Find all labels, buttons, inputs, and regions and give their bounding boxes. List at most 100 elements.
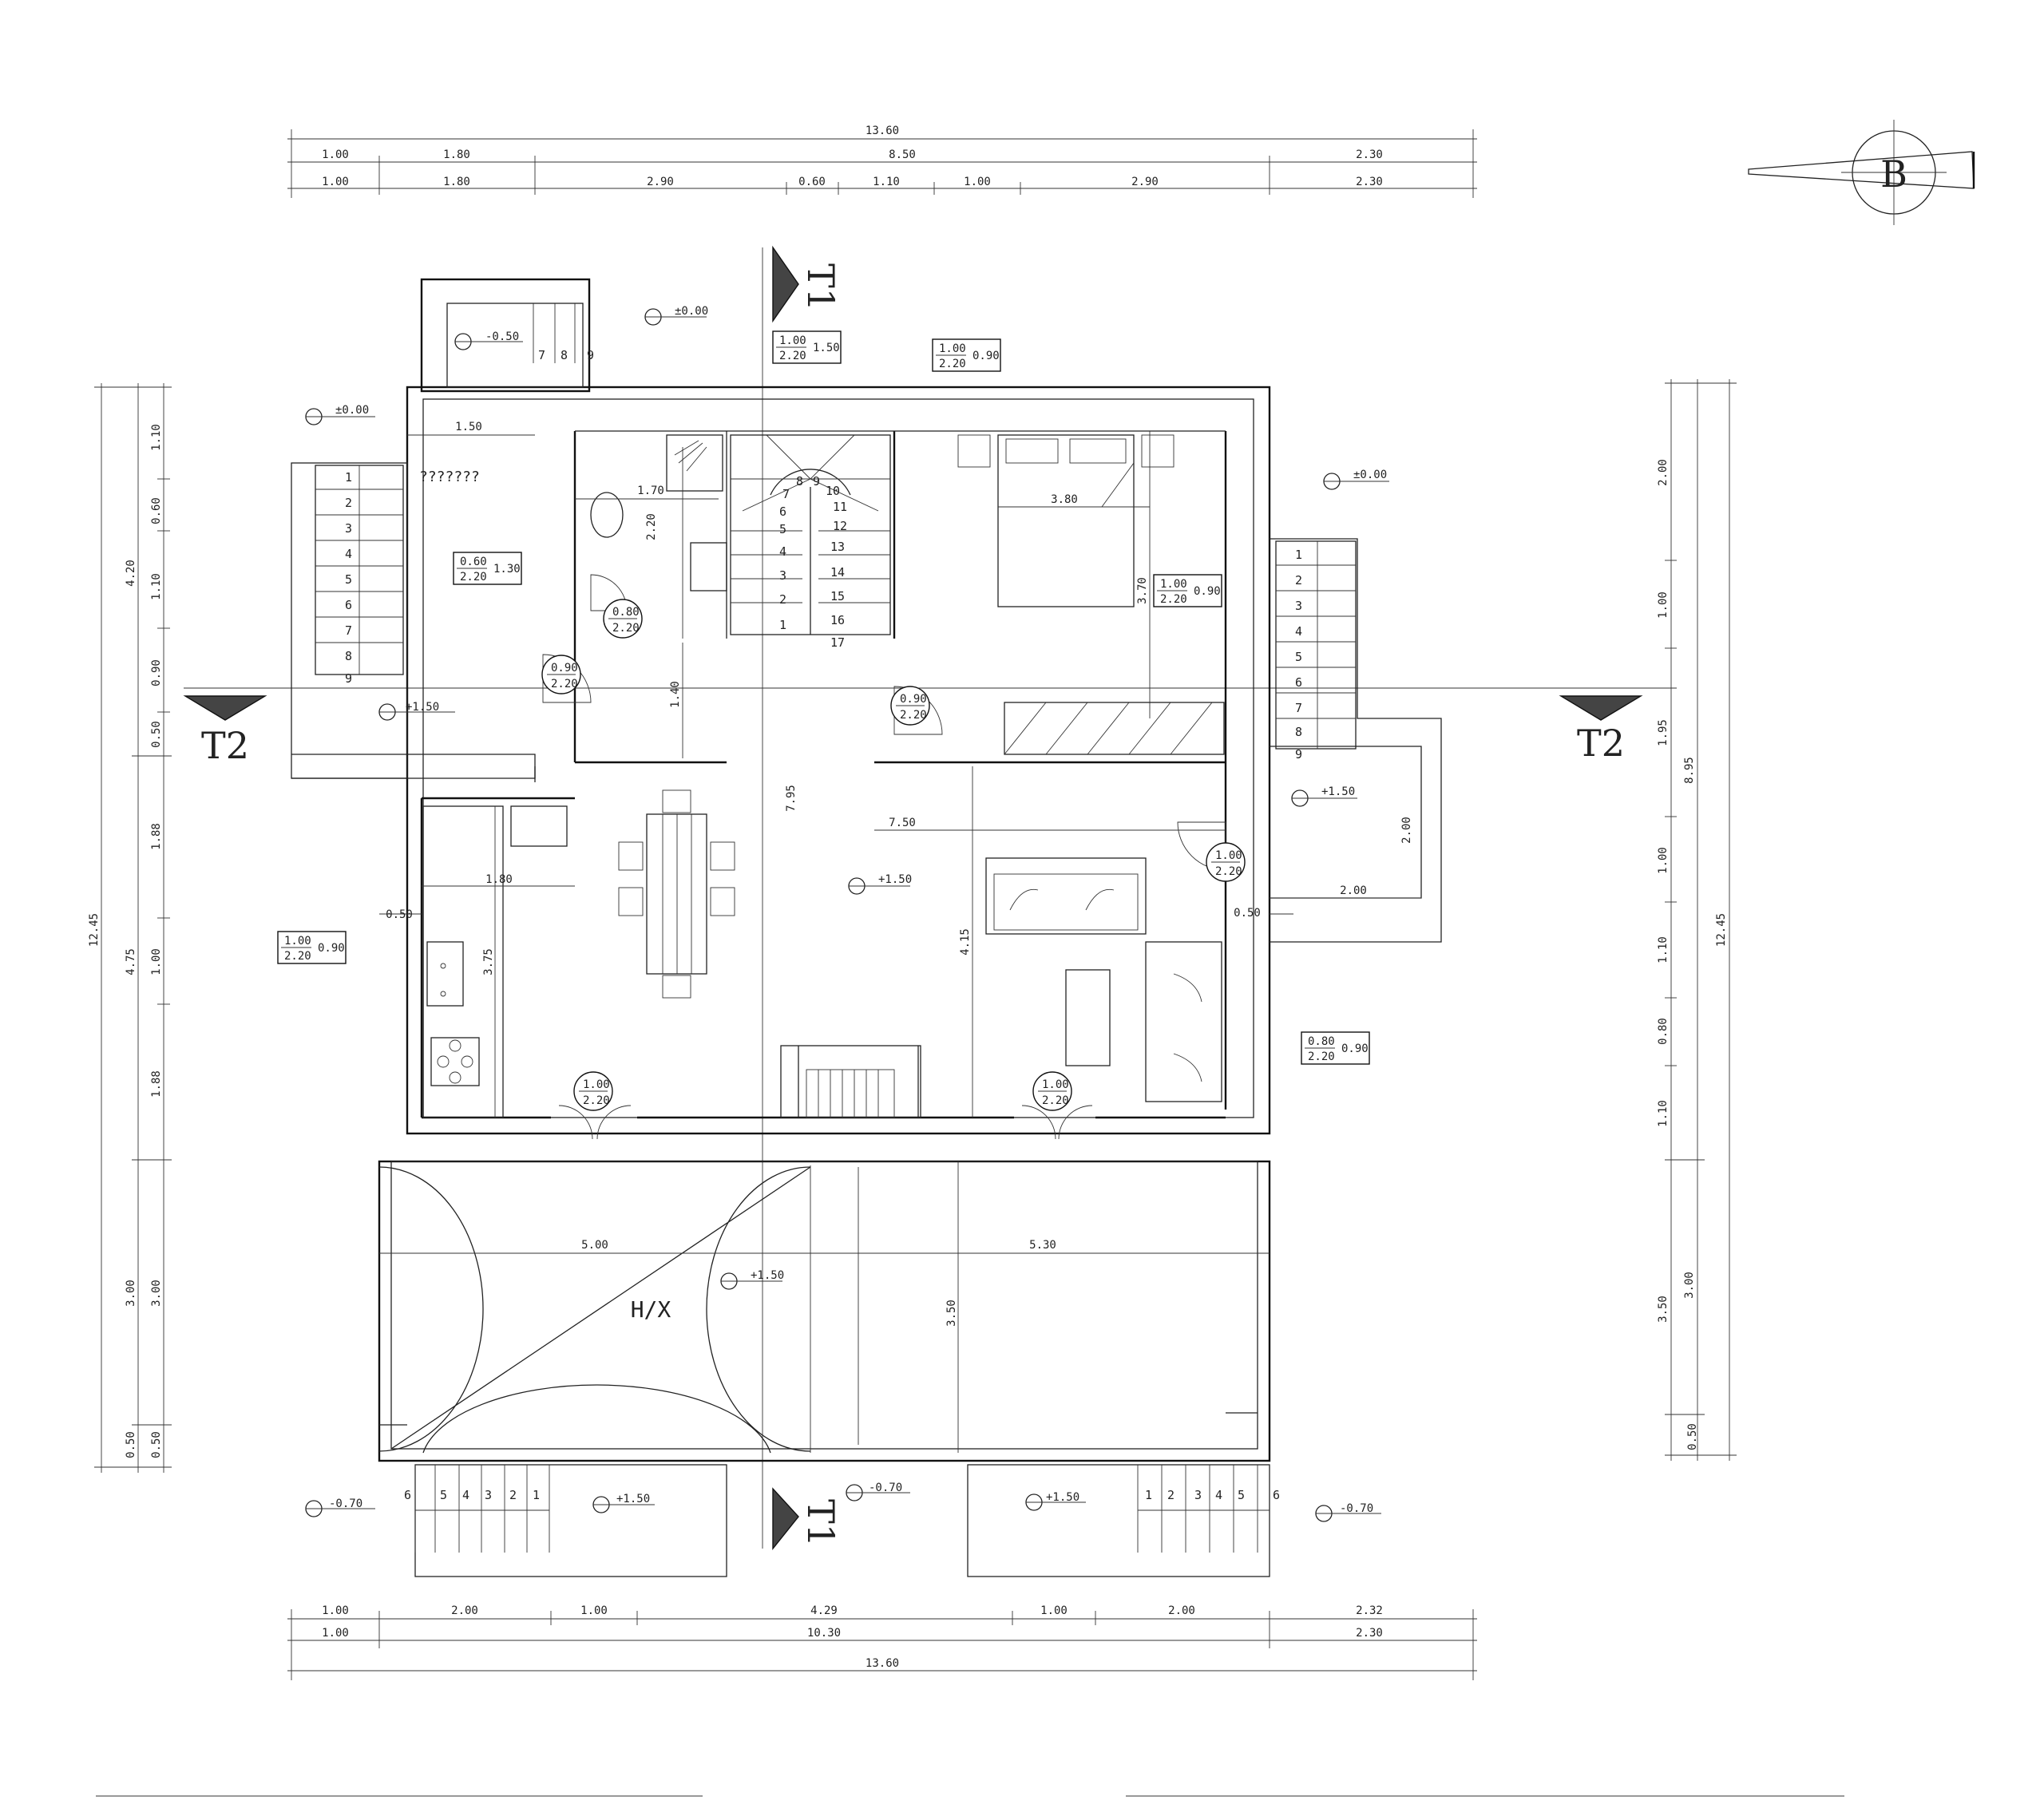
dim-label: 2.30	[1356, 148, 1383, 161]
section-label-t1-bottom: T1	[799, 1499, 842, 1547]
stair-step-number: 2	[1167, 1488, 1175, 1502]
dim-label: 1.95	[1657, 719, 1670, 746]
toilet-icon	[590, 492, 624, 538]
dim-label: 0.50	[386, 908, 413, 921]
dim-label: 3.50	[1657, 1296, 1670, 1323]
stair-step-number: 4	[1295, 624, 1302, 639]
dining-table-icon	[618, 789, 735, 999]
level-value: -0.50	[485, 330, 519, 343]
opening-sill: 0.90	[972, 350, 1000, 362]
dim-label: 0.50	[1686, 1423, 1699, 1450]
dim-label: 4.75	[125, 948, 137, 975]
opening-tag: 0.60 2.20 1.30	[453, 552, 522, 585]
section-marker-icon	[772, 245, 799, 323]
opening-height: 2.20	[1160, 593, 1187, 606]
opening-tags: 1.00 2.20 1.50 1.00 2.20 0.90 0.60 2.20 …	[277, 330, 1370, 1111]
dim-label: 3.00	[150, 1280, 163, 1307]
level-marker: -0.50	[454, 330, 523, 350]
stair-step-number: 9	[813, 474, 820, 489]
opening-tag: 1.00 2.20	[1032, 1071, 1072, 1111]
opening-height: 2.20	[939, 358, 966, 370]
dim-label: 5.30	[1029, 1239, 1056, 1252]
dim-label: 1.70	[637, 485, 664, 497]
opening-width: 1.00	[284, 935, 311, 948]
dim-label: 1.80	[443, 176, 470, 188]
stair-step-number: 6	[1273, 1488, 1280, 1502]
dim-label: 1.00	[150, 948, 163, 975]
section-label-t2-right: T2	[1577, 722, 1625, 765]
opening-sill: 1.30	[493, 563, 521, 576]
level-value: ±0.00	[335, 404, 369, 417]
stair-step-number: 9	[1295, 747, 1302, 762]
porch-label: H/X	[631, 1296, 671, 1323]
dim-label: 3.80	[1051, 493, 1078, 506]
stair-step-number: 7	[345, 623, 352, 638]
dim-label: 8.50	[889, 148, 916, 161]
level-marker: ±0.00	[305, 404, 375, 425]
stair-step-number: 2	[509, 1488, 517, 1502]
section-label-t1-top: T1	[799, 263, 842, 311]
opening-height: 2.20	[1042, 1094, 1069, 1107]
stair-step-number: 1	[1145, 1488, 1152, 1502]
dim-label: 0.50	[150, 1431, 163, 1458]
dim-label: 3.50	[945, 1300, 958, 1327]
level-value: -0.70	[869, 1482, 902, 1494]
stairs-bottom-left: 6 5 4 3 2 1	[404, 1464, 727, 1577]
bottom-dimensions: 1.00 2.00 1.00 4.29 1.00 2.00 2.32 1.00 …	[287, 1604, 1477, 1680]
opening-tag: 0.90 2.20	[541, 655, 581, 694]
stair-step-number: 9	[345, 671, 352, 686]
level-marker: -0.70	[1315, 1502, 1381, 1522]
section-marker-icon	[772, 1487, 799, 1550]
stair-step-number: 5	[1295, 650, 1302, 664]
dim-label: 0.90	[150, 659, 163, 686]
stair-step-number: 6	[404, 1488, 411, 1502]
opening-height: 2.20	[1215, 865, 1242, 878]
stair-step-number: 2	[1295, 573, 1302, 588]
opening-tag: 1.00 2.20	[573, 1071, 613, 1111]
level-value: +1.50	[1046, 1491, 1079, 1504]
stairs-left: 1 2 3 4 5 6 7 8 9	[315, 465, 404, 686]
opening-tag: 1.00 2.20 0.90	[277, 931, 347, 964]
stair-step-number: 14	[830, 565, 845, 580]
stair-step-number: 13	[830, 540, 845, 554]
dim-label: 1.10	[873, 176, 900, 188]
stair-step-number: 4	[345, 547, 352, 561]
level-marker: +1.50	[378, 701, 455, 721]
level-value: +1.50	[751, 1269, 784, 1282]
kitchen-counter	[422, 805, 568, 1118]
dim-label: 1.00	[580, 1604, 608, 1617]
dim-label: 1.40	[669, 681, 682, 708]
stair-step-number: 3	[779, 568, 786, 583]
wardrobe-icon	[1004, 702, 1225, 755]
opening-tag: 1.00 2.20 0.90	[932, 338, 1001, 372]
opening-height: 2.20	[551, 678, 578, 690]
fireplace-icon	[780, 1045, 921, 1118]
dim-label: 2.00	[1400, 817, 1413, 844]
walls	[291, 278, 1442, 1462]
opening-tag: 0.90 2.20	[890, 686, 930, 726]
opening-height: 2.20	[460, 571, 487, 584]
dim-label: 4.15	[959, 928, 972, 955]
opening-tag: 1.00 2.20 1.50	[772, 330, 842, 364]
stair-step-number: 3	[1295, 599, 1302, 613]
opening-sill: 1.50	[813, 342, 840, 354]
stair-step-number: 1	[533, 1488, 540, 1502]
dim-label: 1.10	[1657, 1100, 1670, 1127]
dim-label: 3.70	[1136, 577, 1149, 604]
dim-label: 4.29	[810, 1604, 838, 1617]
opening-width: 0.90	[900, 693, 927, 706]
dim-label: 0.50	[125, 1431, 137, 1458]
opening-height: 2.20	[612, 622, 640, 635]
stove-icon	[430, 1037, 480, 1086]
dim-label: 0.60	[798, 176, 826, 188]
opening-width: 1.00	[939, 342, 966, 355]
dim-label: 3.00	[125, 1280, 137, 1307]
dim-label: 7.95	[785, 785, 798, 812]
stair-step-number: 9	[587, 348, 594, 362]
stair-step-number: 16	[830, 613, 845, 627]
right-dimensions: 2.00 1.00 1.95 1.00 1.10 0.80 1.10 3.50 …	[1657, 379, 1737, 1461]
dim-label: 2.00	[1168, 1604, 1195, 1617]
level-marker: ±0.00	[1323, 469, 1389, 490]
porch: H/X	[378, 1166, 1270, 1454]
